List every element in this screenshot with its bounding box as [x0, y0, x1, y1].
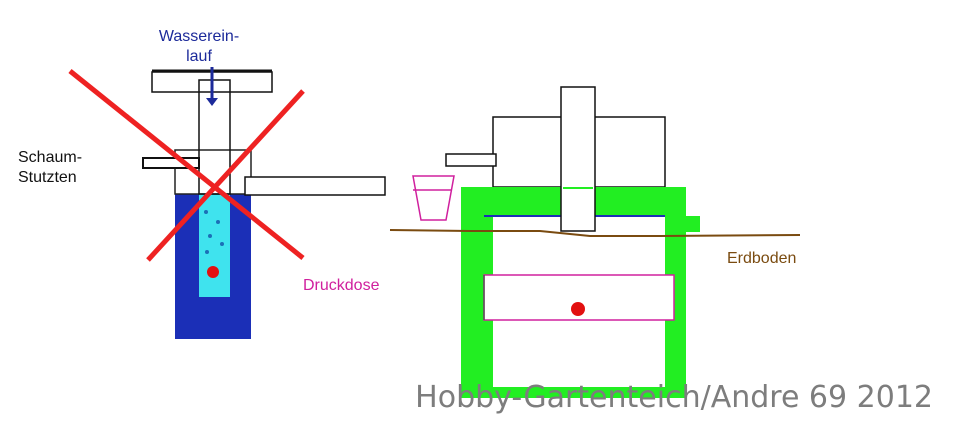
old-design [68, 67, 386, 339]
new-design [389, 86, 801, 398]
bubble [204, 210, 208, 214]
green-housing [461, 187, 700, 398]
water-inlet-label: Wasserein- lauf [134, 27, 264, 67]
red-cross-stroke-1 [68, 69, 305, 260]
foam-outlet-label: Schaum- Stutzten [18, 148, 82, 188]
red-dot-right [571, 302, 585, 316]
central-pipe [560, 86, 596, 232]
foam-outlet-label-line2: Stutzten [18, 169, 77, 186]
side-outlet-pipe [244, 176, 386, 196]
pressure-box-label: Druckdose [303, 277, 380, 294]
red-cross-stroke-2 [146, 89, 305, 262]
ground-line [389, 229, 801, 237]
water-inlet-label-line2: lauf [186, 48, 212, 65]
foam-outlet-label-line1: Schaum- [18, 149, 83, 166]
bubble [220, 242, 224, 246]
inner-tube-water [199, 194, 230, 297]
magenta-cup [412, 175, 455, 221]
side-stub [445, 153, 497, 167]
ground-label: Erdboden [727, 250, 797, 267]
bubble [208, 234, 212, 238]
inner-tube [198, 79, 231, 195]
inlet-arrow-head [206, 98, 218, 106]
watermark: Hobby-Gartenteich/Andre 69 2012 [415, 380, 933, 415]
bubble [216, 220, 220, 224]
bubble [205, 250, 209, 254]
foam-outlet-stub [142, 157, 200, 169]
water-inlet-label-line1: Wasserein- [158, 28, 240, 45]
red-dot-left [207, 266, 219, 278]
